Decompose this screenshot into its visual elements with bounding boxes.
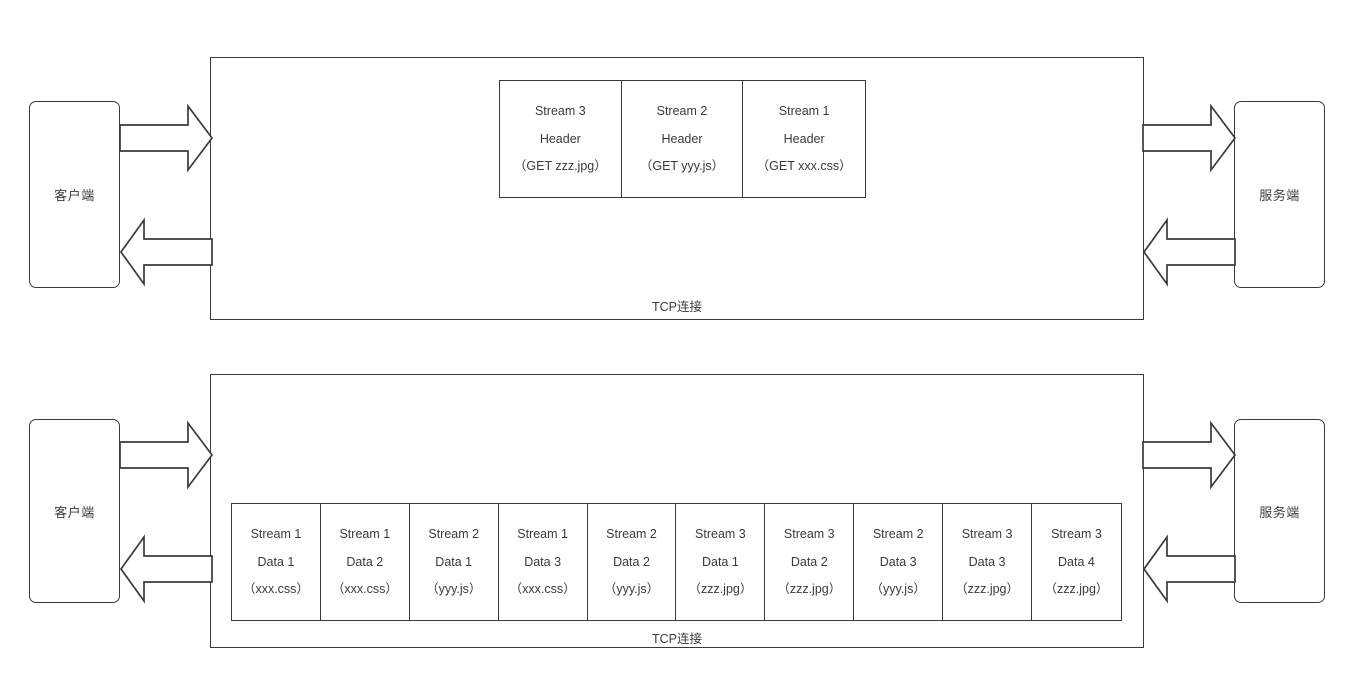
client-node-label-bottom: 客户端 — [54, 504, 95, 520]
data-frame-detail-label: （zzz.jpg） — [1044, 582, 1109, 597]
data-frame-detail-label: （yyy.js） — [870, 582, 926, 597]
data-frame-stream-label: Stream 3 — [1051, 527, 1102, 542]
top-client-in-arrow — [119, 217, 213, 287]
header-frame-stream-label: Stream 2 — [656, 104, 708, 119]
data-frame-kind-label: Data 2 — [346, 554, 384, 569]
data-frame-cell: Stream 3 Data 2 （zzz.jpg） — [765, 504, 855, 620]
data-frame-detail-label: （yyy.js） — [426, 582, 482, 597]
data-frame-kind-label: Data 3 — [968, 554, 1006, 569]
data-frame-stream-label: Stream 1 — [517, 527, 568, 542]
top-server-out-arrow — [1142, 217, 1236, 287]
header-frame-detail-label: （GET xxx.css） — [756, 159, 852, 174]
data-frame-cell: Stream 1 Data 2 （xxx.css） — [320, 504, 410, 620]
data-frame-cell: Stream 2 Data 2 （yyy.js） — [587, 504, 677, 620]
header-frame-detail-label: （GET yyy.js） — [639, 159, 725, 174]
bottom-client-in-arrow — [119, 534, 213, 604]
server-node-bottom: 服务端 — [1234, 419, 1325, 603]
data-frame-detail-label: （zzz.jpg） — [688, 582, 753, 597]
data-frame-cell: Stream 3 Data 1 （zzz.jpg） — [676, 504, 766, 620]
data-frame-detail-label: （xxx.css） — [242, 582, 309, 597]
data-frame-kind-label: Data 2 — [790, 554, 828, 569]
data-frame-detail-label: （zzz.jpg） — [777, 582, 842, 597]
data-frame-stream-label: Stream 2 — [428, 527, 480, 542]
tcp-connection-label-bottom: TCP连接 — [651, 632, 702, 646]
data-frame-kind-label: Data 1 — [701, 554, 739, 569]
top-server-in-arrow — [1142, 103, 1237, 173]
data-frame-cell: Stream 1 Data 3 （xxx.css） — [498, 504, 588, 620]
data-frame-kind-label: Data 3 — [524, 554, 562, 569]
data-frame-cell: Stream 3 Data 4 （zzz.jpg） — [1032, 504, 1121, 620]
data-frame-stream-label: Stream 2 — [606, 527, 657, 542]
data-frame-stream-label: Stream 3 — [695, 527, 746, 542]
tcp-connection-label-top: TCP连接 — [651, 300, 702, 314]
data-frame-kind-label: Data 4 — [1058, 554, 1095, 569]
bottom-client-out-arrow — [119, 420, 214, 490]
data-frame-detail-label: （yyy.js） — [603, 582, 660, 597]
server-node-top: 服务端 — [1234, 101, 1325, 288]
header-frame-kind-label: Header — [661, 131, 703, 146]
data-frame-stream-label: Stream 1 — [250, 527, 302, 542]
bottom-server-out-arrow — [1142, 534, 1236, 604]
header-frame-cell: Stream 2 Header （GET yyy.js） — [621, 81, 744, 197]
data-frame-kind-label: Data 1 — [257, 554, 295, 569]
top-client-out-arrow — [119, 103, 214, 173]
bottom-server-in-arrow — [1142, 420, 1237, 490]
data-frame-kind-label: Data 3 — [879, 554, 917, 569]
server-node-label-bottom: 服务端 — [1259, 504, 1300, 520]
header-frame-cell: Stream 1 Header （GET xxx.css） — [743, 81, 865, 197]
header-frame-kind-label: Header — [539, 131, 581, 146]
data-frame-cell: Stream 2 Data 1 （yyy.js） — [409, 504, 499, 620]
data-frame-cell: Stream 1 Data 1 （xxx.css） — [232, 504, 321, 620]
data-frame-kind-label: Data 1 — [435, 554, 473, 569]
data-frame-detail-label: （xxx.css） — [331, 582, 398, 597]
data-frame-stream-label: Stream 3 — [783, 527, 835, 542]
header-frame-kind-label: Header — [783, 131, 825, 146]
data-frame-strip: Stream 1 Data 1 （xxx.css） Stream 1 Data 2 （xx… — [231, 503, 1122, 621]
header-frame-cell: Stream 3 Header （GET zzz.jpg） — [500, 81, 622, 197]
data-frame-cell: Stream 2 Data 3 （yyy.js） — [854, 504, 944, 620]
header-frame-stream-label: Stream 3 — [534, 104, 586, 119]
header-frame-detail-label: （GET zzz.jpg） — [513, 159, 607, 174]
data-frame-stream-label: Stream 2 — [872, 527, 924, 542]
header-frame-stream-label: Stream 1 — [778, 104, 830, 119]
header-frame-strip: Stream 3 Header （GET zzz.jpg） Stream 2 Heade… — [499, 80, 866, 198]
data-frame-stream-label: Stream 3 — [961, 527, 1013, 542]
client-node-top: 客户端 — [29, 101, 120, 288]
data-frame-kind-label: Data 2 — [613, 554, 650, 569]
server-node-label: 服务端 — [1259, 188, 1300, 203]
data-frame-detail-label: （xxx.css） — [509, 582, 576, 597]
data-frame-stream-label: Stream 1 — [339, 527, 391, 542]
client-node-label: 客户端 — [54, 188, 95, 203]
client-node-bottom: 客户端 — [29, 419, 120, 603]
data-frame-detail-label: （zzz.jpg） — [955, 582, 1020, 597]
data-frame-cell: Stream 3 Data 3 （zzz.jpg） — [943, 504, 1033, 620]
